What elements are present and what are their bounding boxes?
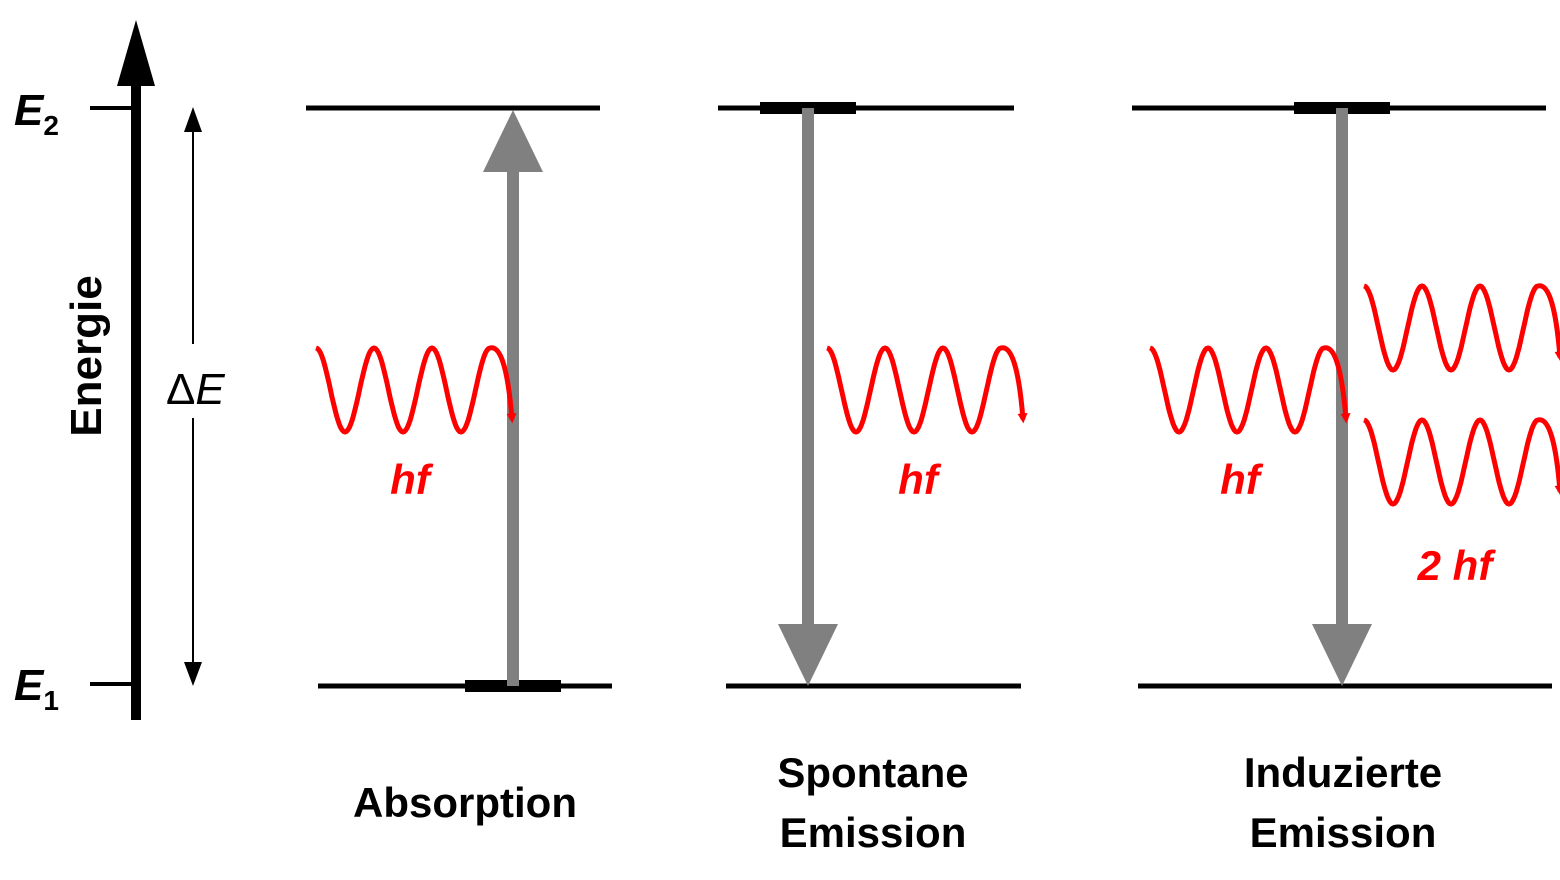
caption-line: Spontane — [777, 749, 968, 796]
caption-line: Emission — [780, 809, 967, 856]
emitted-photon-label: 2 hf — [1417, 542, 1497, 589]
emitted-photon-wave — [826, 345, 1028, 435]
energy-axis: Energie E2 E1 ΔE — [14, 20, 225, 720]
lower-level-label: E1 — [14, 661, 59, 716]
caption-line: Absorption — [353, 779, 577, 826]
incoming-photon-wave — [1149, 345, 1351, 435]
emitted-photon-wave-1 — [1363, 283, 1560, 373]
energy-axis-label: Energie — [62, 275, 111, 436]
panel-absorption: hf Absorption — [306, 105, 612, 826]
photon-label: hf — [898, 456, 942, 503]
panel-stimulated-emission: hf 2 hf Induzierte Emission — [1132, 102, 1560, 856]
caption-line: Emission — [1250, 809, 1437, 856]
caption-line: Induzierte — [1244, 749, 1442, 796]
delta-e-arrowhead-down — [184, 662, 202, 686]
photon-label: hf — [1220, 456, 1264, 503]
energy-axis-arrowhead — [117, 20, 155, 86]
photon-label: hf — [390, 456, 434, 503]
emission-arrowhead — [1312, 624, 1372, 686]
delta-e-label: ΔE — [166, 365, 225, 414]
panel-spontaneous-emission: hf Spontane Emission — [718, 102, 1028, 856]
absorption-arrowhead — [483, 110, 543, 172]
upper-level-label: E2 — [14, 86, 59, 141]
emitted-photon-wave-2 — [1363, 417, 1560, 507]
emission-arrowhead — [778, 624, 838, 686]
incoming-photon-wave — [315, 345, 517, 435]
delta-e-arrowhead-up — [184, 107, 202, 132]
